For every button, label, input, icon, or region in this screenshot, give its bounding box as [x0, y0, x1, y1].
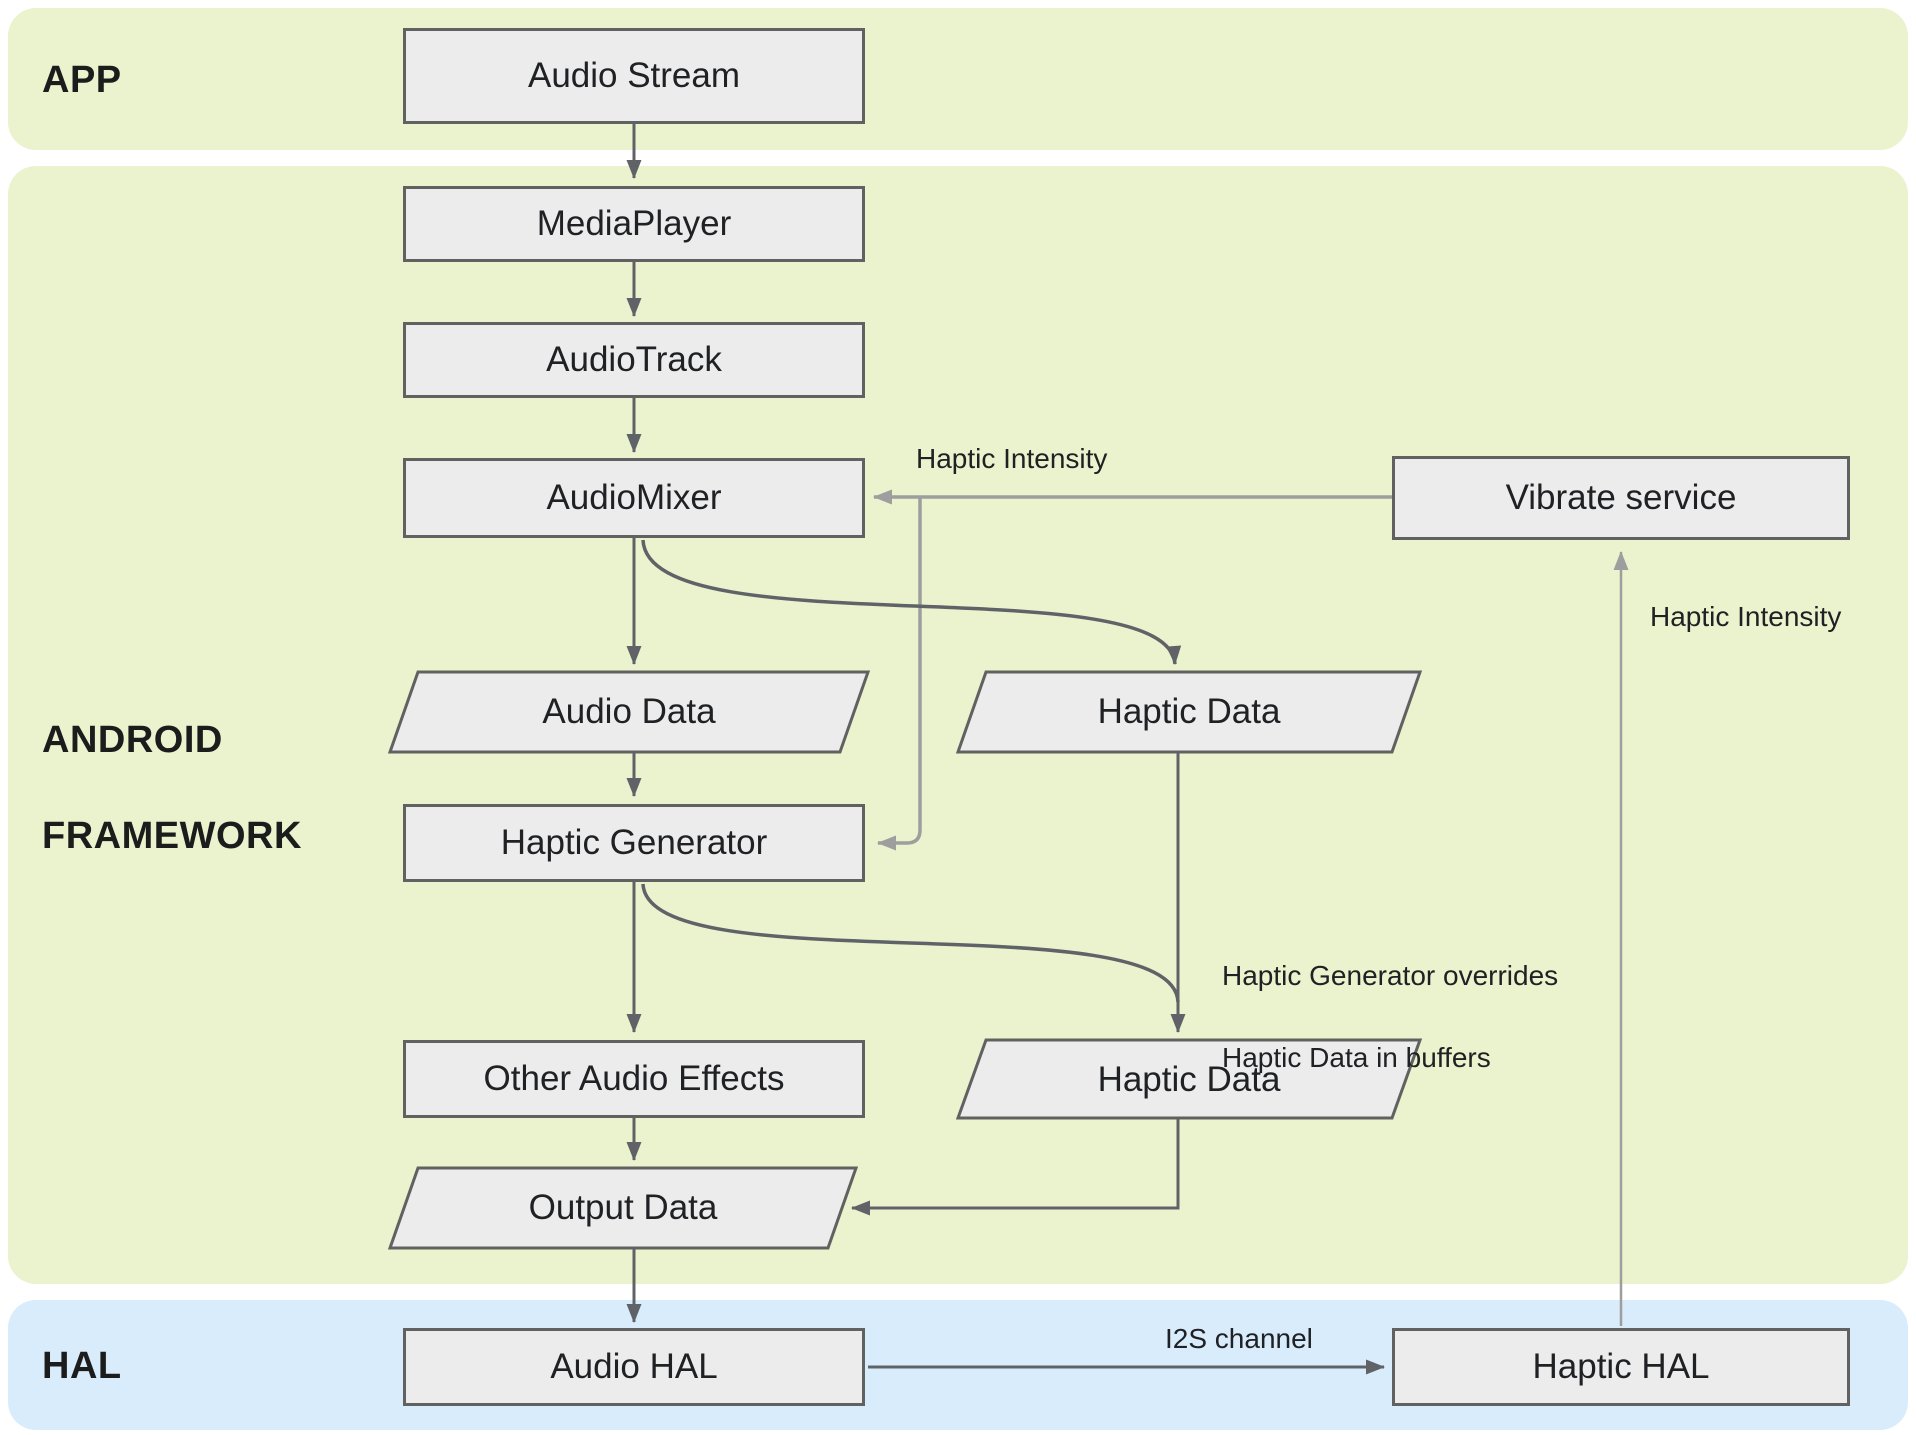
node-vibrate-service: Vibrate service [1392, 456, 1850, 540]
arrow-audiomixer-to-haptic-data [641, 539, 1182, 665]
node-haptic-data-2-label: Haptic Data [1097, 1060, 1281, 1099]
node-audiotrack: AudioTrack [403, 322, 865, 398]
node-audio-data-label: Audio Data [542, 692, 716, 731]
hal-band-label: HAL [42, 1345, 122, 1387]
node-audio-hal: Audio HAL [403, 1328, 865, 1406]
node-audio-data-shape [387, 670, 871, 754]
app-band-label: APP [42, 59, 122, 101]
label-i2s-channel: I2S channel [1165, 1323, 1313, 1354]
node-haptic-generator: Haptic Generator [403, 804, 865, 882]
node-mediaplayer: MediaPlayer [403, 186, 865, 262]
node-haptic-data-2-shape [955, 1038, 1423, 1120]
label-haptic-intensity-to-vibrate: Haptic Intensity [1650, 601, 1842, 632]
node-output-data-shape [387, 1166, 859, 1250]
node-audiomixer: AudioMixer [403, 458, 865, 538]
node-audio-stream: Audio Stream [403, 28, 865, 124]
android-framework-label-line2: FRAMEWORK [42, 815, 302, 857]
arrow-vibrate-to-haptic-generator [877, 497, 922, 851]
node-haptic-data-1-shape [955, 670, 1423, 754]
node-output-data-label: Output Data [528, 1188, 718, 1227]
app-band [8, 8, 1908, 150]
node-haptic-data-1-label: Haptic Data [1097, 692, 1281, 731]
label-haptic-generator-overrides-line1: Haptic Generator overrides [1222, 960, 1559, 991]
label-haptic-generator-overrides: Haptic Generator overrides Haptic Data i… [1222, 914, 1558, 1119]
android-framework-band-label: ANDROID FRAMEWORK [42, 668, 302, 908]
label-haptic-generator-overrides-line2: Haptic Data in buffers [1222, 1042, 1491, 1073]
label-haptic-intensity-to-audiomixer: Haptic Intensity [916, 443, 1108, 474]
node-haptic-hal: Haptic HAL [1392, 1328, 1850, 1406]
android-framework-label-line1: ANDROID [42, 719, 223, 761]
android-framework-band [8, 166, 1908, 1284]
arrow-haptic-data-2-to-output-data [851, 1118, 1180, 1216]
node-other-audio-effects: Other Audio Effects [403, 1040, 865, 1118]
arrow-haptic-generator-to-haptic-data-2 [641, 883, 1180, 1003]
